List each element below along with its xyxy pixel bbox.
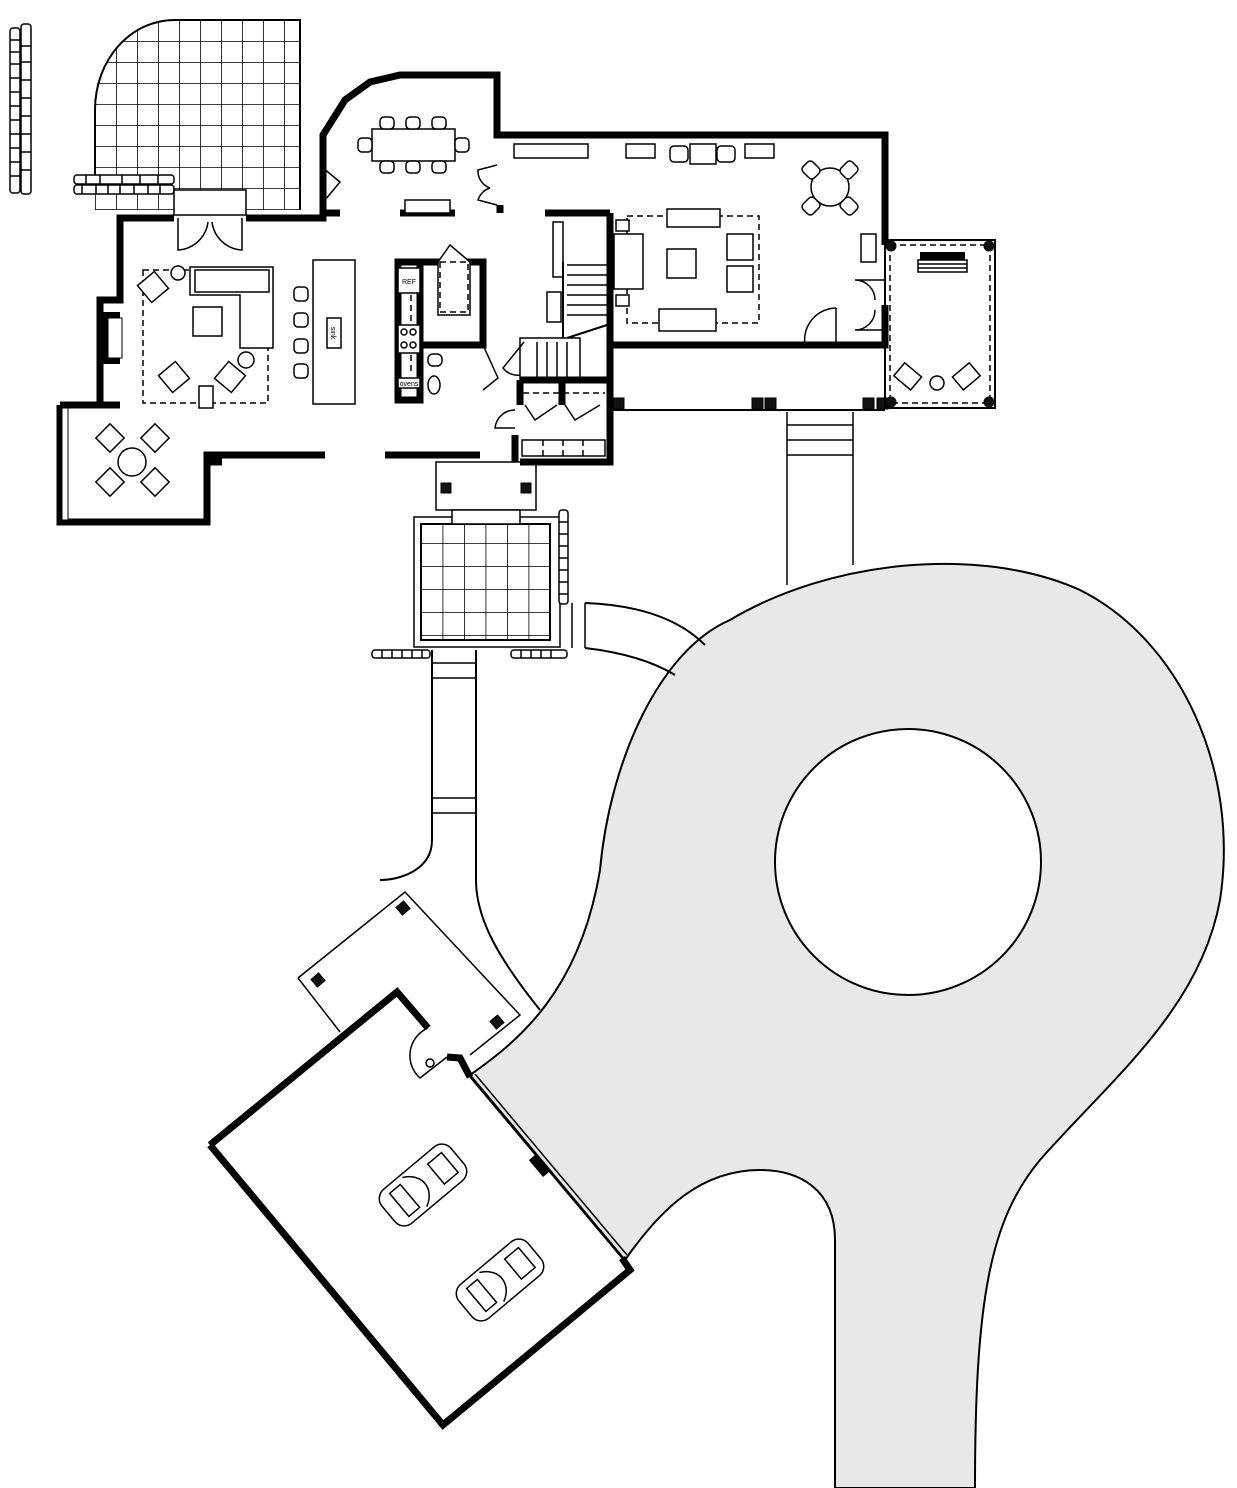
powder-room — [427, 344, 499, 395]
kitchen: sink REF ovens — [293, 243, 471, 405]
ovens-label: ovens — [400, 381, 419, 388]
stone-wall-west — [9, 23, 32, 195]
stone-wall-terrace — [73, 174, 175, 195]
family-room — [513, 143, 885, 346]
driveway — [468, 562, 1225, 1488]
buffet — [404, 199, 451, 214]
sink-label: sink — [329, 327, 336, 340]
walkway-curved — [571, 602, 706, 676]
walkway-garden — [379, 650, 541, 1011]
refrigerator-label: REF — [402, 279, 416, 286]
bar-stools — [293, 286, 309, 379]
living-room — [136, 265, 274, 409]
dining-room — [322, 116, 498, 214]
car-1 — [378, 1143, 468, 1227]
screened-porch — [884, 239, 996, 409]
breakfast-porch — [56, 405, 222, 526]
garage — [207, 987, 635, 1430]
dining-chairs — [357, 116, 470, 174]
terrace — [94, 19, 301, 210]
covered-porch — [610, 397, 889, 411]
dining-table — [371, 128, 456, 162]
stair-hall — [494, 221, 608, 457]
car-2 — [455, 1238, 545, 1322]
living-doors — [177, 218, 243, 251]
terrace-step — [173, 189, 247, 216]
breezeway — [297, 890, 522, 1056]
entry-patio — [371, 461, 569, 659]
house-walls — [60, 71, 889, 466]
driveway-island — [774, 728, 1042, 996]
walkway-east — [786, 412, 854, 585]
